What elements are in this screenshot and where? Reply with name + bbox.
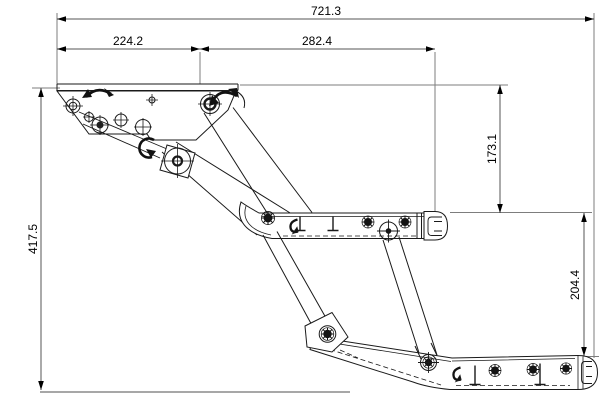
screw-icon (488, 363, 502, 378)
bottom-step-pivot (414, 342, 439, 373)
rotation-arrow-icon (138, 137, 156, 159)
screw-icon (526, 362, 540, 377)
lower-swing-arms (262, 231, 438, 360)
bottom-elbow-bracket (304, 311, 359, 359)
lower-front-arm (262, 231, 329, 330)
upper-rear-arm (203, 107, 313, 220)
dimension-lines (40, 18, 594, 390)
tread-ribs (469, 363, 546, 386)
mounting-rail (56, 83, 239, 91)
bracket-holes (63, 94, 158, 136)
lower-rear-arm (382, 236, 438, 360)
pivot-bracket (138, 137, 196, 179)
bottom-step (309, 335, 599, 390)
dim-label-upper-step-drop: 173.1 (485, 133, 499, 165)
tread-end-cap (423, 211, 449, 241)
pivot-screw-icon (320, 327, 335, 341)
screw-icon (361, 215, 375, 229)
dim-label-top-left-segment: 224.2 (112, 34, 144, 48)
dim-label-overall-width: 721.3 (310, 4, 342, 18)
rotation-arrow-icon (209, 88, 239, 106)
rotation-arrow-icon (82, 88, 114, 98)
dimension-arrows (38, 16, 594, 390)
dim-label-lower-step-drop: 204.4 (568, 269, 582, 301)
middle-step (239, 201, 449, 241)
dim-label-overall-height: 417.5 (26, 223, 40, 255)
middle-step-pivot (377, 219, 400, 243)
screw-icon (260, 210, 276, 226)
screw-icon (398, 215, 412, 229)
dim-label-top-right-segment: 282.4 (301, 34, 333, 48)
screw-icon (559, 362, 573, 375)
mounting-bracket (56, 83, 246, 159)
tread-ribs (294, 216, 339, 232)
step-mechanism (56, 83, 599, 390)
